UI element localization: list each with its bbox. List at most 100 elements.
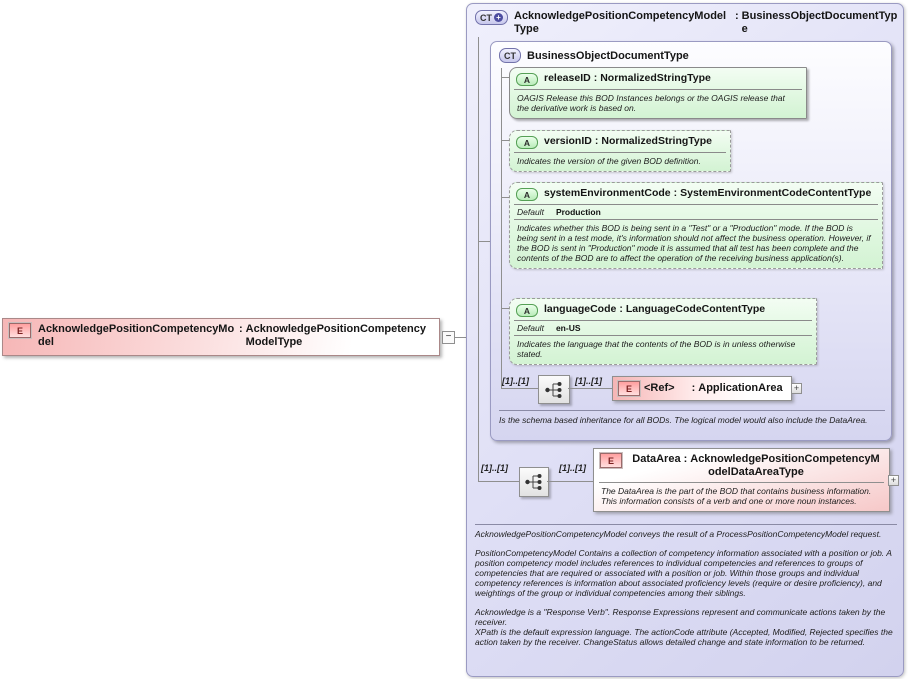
complex-type-box: CT+ AcknowledgePositionCompetencyModelTy… <box>466 3 904 677</box>
type-separator: : <box>619 303 623 315</box>
divider <box>514 89 802 90</box>
complex-type-title: AcknowledgePositionCompetencyModelType :… <box>514 10 899 36</box>
attribute-type: NormalizedStringType <box>600 72 711 84</box>
divider <box>514 335 812 336</box>
element-type: ApplicationArea <box>698 382 783 394</box>
doc-paragraph: AcknowledgePositionCompetencyModel conve… <box>475 529 882 539</box>
connector-line <box>568 388 612 389</box>
connector-rail <box>478 37 479 482</box>
default-label: Default <box>517 323 544 333</box>
collapse-button[interactable]: − <box>442 331 455 344</box>
connector-line <box>455 337 466 338</box>
connector-stub <box>501 308 509 309</box>
element-type: AcknowledgePositionCompetencyModelDataAr… <box>690 453 880 478</box>
sequence-glyph <box>545 381 562 398</box>
connector-stub <box>501 77 509 78</box>
connector-stub <box>501 388 538 389</box>
documentation: AcknowledgePositionCompetencyModel conve… <box>475 529 899 656</box>
complex-type-base: BusinessObjectDocumentType <box>741 10 898 35</box>
attribute-annotation: Indicates whether this BOD is being sent… <box>517 223 871 263</box>
attribute-releaseID[interactable]: A releaseID:NormalizedStringType OAGIS R… <box>509 67 807 119</box>
type-separator: : <box>691 382 696 394</box>
divider <box>599 482 884 483</box>
type-separator: : <box>735 10 739 22</box>
cardinality-label: [1]..[1] <box>559 463 586 473</box>
ref-element-box[interactable]: E <Ref> : ApplicationArea <box>612 376 792 401</box>
element-icon: E <box>600 453 622 468</box>
complex-type-name: AcknowledgePositionCompetencyModelType <box>514 10 727 35</box>
default-row: Default Production <box>510 205 882 219</box>
doc-paragraph: PositionCompetencyModel Contains a colle… <box>475 548 892 598</box>
doc-paragraph: Acknowledge is a "Response Verb". Respon… <box>475 607 893 647</box>
type-separator: : <box>593 72 598 84</box>
attribute-annotation: Indicates the language that the contents… <box>517 339 796 359</box>
attribute-name: versionID <box>544 135 592 147</box>
cardinality-label: [1]..[1] <box>575 376 602 386</box>
attribute-systemEnvironmentCode[interactable]: A systemEnvironmentCode:SystemEnvironmen… <box>509 182 883 269</box>
attribute-icon: A <box>516 188 538 201</box>
dataarea-header: E DataArea:AcknowledgePositionCompetency… <box>594 449 889 481</box>
type-separator: : <box>594 135 599 147</box>
root-element-title: AcknowledgePositionCompetencyModel : Ack… <box>38 323 433 349</box>
element-type: AcknowledgePositionCompetencyModelType <box>245 323 426 348</box>
ct-letters: CT <box>480 12 492 23</box>
type-separator: : <box>239 323 243 335</box>
connector-stub <box>478 241 490 242</box>
attribute-icon: A <box>516 304 538 317</box>
element-name: DataArea <box>632 453 681 465</box>
attribute-annotation: Indicates the version of the given BOD d… <box>517 156 701 166</box>
dataarea-title: DataArea:AcknowledgePositionCompetencyMo… <box>629 453 883 479</box>
dataarea-element-box[interactable]: E DataArea:AcknowledgePositionCompetency… <box>593 448 890 512</box>
base-type-box: CT BusinessObjectDocumentType A releaseI… <box>490 41 892 441</box>
attribute-title: languageCode:LanguageCodeContentType <box>544 303 810 315</box>
connector-stub <box>501 140 509 141</box>
element-name: AcknowledgePositionCompetencyModel <box>38 323 235 348</box>
attribute-title: systemEnvironmentCode:SystemEnvironmentC… <box>544 187 876 199</box>
complex-type-header[interactable]: CT+ AcknowledgePositionCompetencyModelTy… <box>475 10 899 36</box>
cardinality-label: [1]..[1] <box>502 376 529 386</box>
type-separator: : <box>673 187 678 199</box>
attribute-annotation: OAGIS Release this BOD Instances belongs… <box>517 93 785 113</box>
attribute-type: NormalizedStringType <box>601 135 713 147</box>
default-value: Production <box>555 207 601 217</box>
complex-type-plus-icon: CT+ <box>475 10 508 25</box>
connector-line <box>547 481 593 482</box>
attribute-versionID[interactable]: A versionID:NormalizedStringType Indicat… <box>509 130 731 172</box>
dataarea-annotation: The DataArea is the part of the BOD that… <box>601 486 872 506</box>
base-type-name: BusinessObjectDocumentType <box>527 49 689 62</box>
attribute-icon: A <box>516 73 538 86</box>
attribute-name: releaseID <box>544 72 591 84</box>
attribute-header: A languageCode:LanguageCodeContentType <box>510 299 816 320</box>
sequence-icon[interactable] <box>519 467 549 497</box>
root-element-header: E AcknowledgePositionCompetencyModel : A… <box>3 319 439 353</box>
connector-stub <box>501 197 509 198</box>
divider <box>514 219 878 220</box>
attribute-header: A versionID:NormalizedStringType <box>510 131 730 152</box>
attribute-header: A releaseID:NormalizedStringType <box>510 68 806 89</box>
element-icon: E <box>618 381 640 396</box>
root-element-box[interactable]: E AcknowledgePositionCompetencyModel : A… <box>2 318 440 356</box>
divider <box>514 320 812 321</box>
attribute-icon: A <box>516 136 538 149</box>
default-label: Default <box>517 207 544 217</box>
divider <box>499 410 885 411</box>
attribute-title: releaseID:NormalizedStringType <box>544 72 800 84</box>
base-type-annotation: Is the schema based inheritance for all … <box>499 415 868 425</box>
ref-element-title: <Ref> : ApplicationArea <box>644 382 783 395</box>
complex-type-icon: CT <box>499 48 521 63</box>
attribute-languageCode[interactable]: A languageCode:LanguageCodeContentType D… <box>509 298 817 365</box>
expand-button[interactable]: + <box>888 475 899 486</box>
attribute-title: versionID:NormalizedStringType <box>544 135 724 147</box>
default-row: Default en-US <box>510 321 816 335</box>
attribute-name: languageCode <box>544 303 617 315</box>
attribute-type: LanguageCodeContentType <box>625 303 766 315</box>
base-type-header[interactable]: CT BusinessObjectDocumentType <box>499 48 689 63</box>
element-icon: E <box>9 323 31 338</box>
connector-line <box>478 481 519 482</box>
type-separator: : <box>683 453 688 465</box>
sequence-glyph <box>525 474 542 490</box>
divider <box>514 152 726 153</box>
sequence-icon[interactable] <box>538 375 570 404</box>
expand-button[interactable]: + <box>791 383 802 394</box>
